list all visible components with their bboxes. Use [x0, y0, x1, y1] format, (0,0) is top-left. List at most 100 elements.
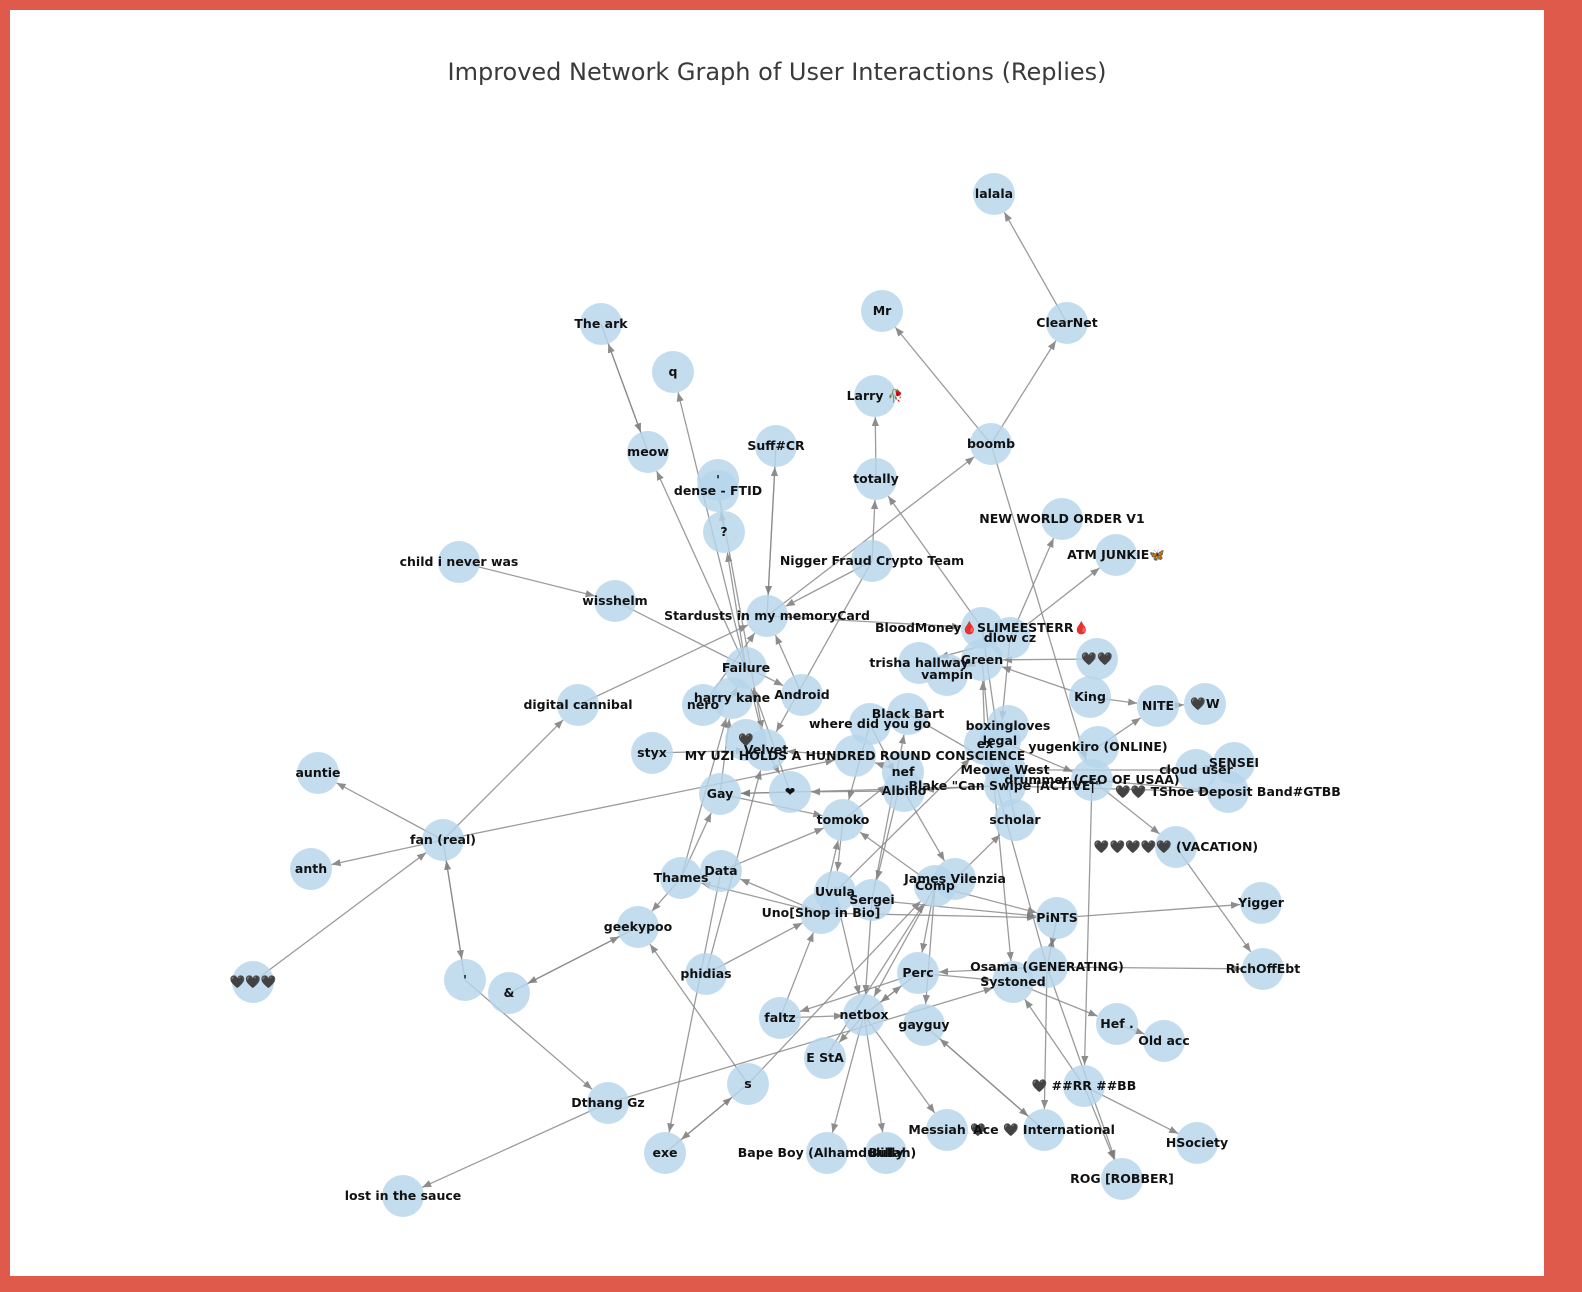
node-label-gayguy: gayguy	[898, 1017, 949, 1032]
node-label-ace: Ace 🖤 International	[973, 1122, 1115, 1137]
node-boomb	[970, 423, 1012, 465]
edge-stardusts-boomb	[766, 456, 975, 617]
edge-s-comp	[747, 900, 922, 1085]
node-sergei	[851, 879, 893, 921]
node-albino	[883, 770, 925, 812]
node-label-wisshelm: wisshelm	[582, 593, 647, 608]
node-label-cjk3: 🖤🖤🖤	[230, 974, 277, 989]
node-label-qmark: ?	[720, 524, 727, 539]
node-uno	[800, 892, 842, 934]
node-label-esta: E StA	[806, 1050, 844, 1065]
edge-osama-rog	[1046, 966, 1116, 1160]
node-label-hef: Hef .	[1100, 1016, 1133, 1031]
node-sq	[725, 719, 767, 761]
node-label-data: Data	[704, 863, 737, 878]
node-king	[1069, 676, 1111, 718]
edge-cjk3-fanreal	[252, 852, 427, 983]
node-suffcr	[755, 425, 797, 467]
node-hsociety	[1176, 1122, 1218, 1164]
node-label-sq: 🖤	[738, 732, 754, 747]
node-label-mr: Mr	[873, 303, 892, 318]
edge-childnever-wisshelm	[458, 561, 595, 598]
node-thames	[660, 857, 702, 899]
node-label-atm: ATM JUNKIE🦋	[1067, 547, 1165, 562]
edge-comp-netbox	[873, 885, 936, 997]
node-nite	[1137, 685, 1179, 727]
node-comp	[914, 865, 956, 907]
edge-boomb-drummer	[990, 443, 1087, 761]
node-label-faltz: faltz	[764, 1010, 795, 1025]
node-label-blackbart: Black Bart	[872, 706, 944, 721]
node-label-vacation: 🖤🖤🖤🖤🖤 (VACATION)	[1094, 839, 1258, 854]
node-label-dlowcz: dlow cz	[984, 630, 1036, 645]
node-exe	[644, 1132, 686, 1174]
node-stardusts	[746, 595, 788, 637]
node-label-comp: Comp	[915, 878, 955, 893]
node-label-amp: &	[504, 985, 515, 1000]
node-label-harrykane: harry kane	[694, 690, 770, 705]
node-label-lalala: lalala	[975, 186, 1013, 201]
edge-vacation-richoff	[1175, 846, 1252, 953]
node-label-pints: PiNTS	[1036, 910, 1077, 925]
node-label-cjk2: 🖤🖤	[1081, 651, 1113, 666]
node-label-boxing: boxingloves	[966, 718, 1051, 733]
node-label-digitalcannibal: digital cannibal	[523, 697, 632, 712]
edge-drummer-rrbb	[1081, 779, 1093, 1066]
node-bully	[865, 1132, 907, 1174]
node-childnever	[438, 541, 480, 583]
node-faltz	[759, 997, 801, 1039]
node-amp	[488, 972, 530, 1014]
edge-fanreal-digitalcannibal	[442, 719, 564, 841]
node-theark	[580, 303, 622, 345]
figure-frame: Improved Network Graph of User Interacti…	[10, 10, 1544, 1276]
node-label-phidias: phidias	[680, 966, 731, 981]
node-yigger	[1240, 882, 1282, 924]
node-w	[1184, 683, 1226, 725]
node-digitalcannibal	[557, 684, 599, 726]
node-label-geekypoo: geekypoo	[604, 919, 673, 934]
node-clouduser	[1175, 749, 1217, 791]
node-blake	[984, 765, 1026, 807]
node-vampin	[926, 654, 968, 696]
node-label-styx: styx	[637, 745, 667, 760]
node-rog	[1101, 1158, 1143, 1200]
node-label-ex: ex	[977, 736, 994, 751]
node-label-sergei: Sergei	[849, 892, 894, 907]
node-label-fanreal: fan (real)	[410, 832, 476, 847]
edge-gayguy-ace	[923, 1024, 1029, 1117]
node-messiah	[926, 1109, 968, 1151]
node-osama	[1026, 946, 1068, 988]
node-rrbb	[1063, 1065, 1105, 1107]
node-label-totally: totally	[853, 471, 899, 486]
node-styx	[631, 732, 673, 774]
node-anth	[290, 848, 332, 890]
edge-suffcr-stardusts	[764, 445, 777, 596]
node-oldacc	[1143, 1020, 1185, 1062]
node-nero	[682, 684, 724, 726]
node-layer	[232, 173, 1284, 1217]
node-label-exe: exe	[652, 1145, 677, 1160]
node-lostsauce	[382, 1175, 424, 1217]
node-label-uzi: MY UZI HOLDS A HUNDRED ROUND CONSCIENCE	[685, 748, 1026, 763]
node-hef	[1096, 1003, 1138, 1045]
node-label-richoff: RichOffEbt	[1226, 961, 1300, 976]
node-label-tick: '	[716, 472, 720, 487]
node-label-bapeboy: Bape Boy (Alhamdulillah)	[738, 1145, 916, 1160]
node-label-tomoko: tomoko	[817, 812, 870, 827]
node-label-larry: Larry 🥀	[847, 388, 904, 403]
node-data	[700, 850, 742, 892]
edge-fanreal-uzi	[442, 758, 835, 841]
node-nwo	[1041, 498, 1083, 540]
node-label-q: q	[669, 364, 678, 379]
node-perc	[897, 952, 939, 994]
node-qmark	[703, 511, 745, 553]
node-label-nero: nero	[687, 697, 720, 712]
node-tick	[697, 459, 739, 501]
node-label-clouduser: cloud user	[1159, 762, 1233, 777]
node-drummer	[1071, 759, 1113, 801]
node-blackbart	[887, 693, 929, 735]
node-label-lostsauce: lost in the sauce	[345, 1188, 462, 1203]
edge-osama-richoff	[1046, 965, 1243, 973]
node-label-android: Android	[774, 687, 830, 702]
